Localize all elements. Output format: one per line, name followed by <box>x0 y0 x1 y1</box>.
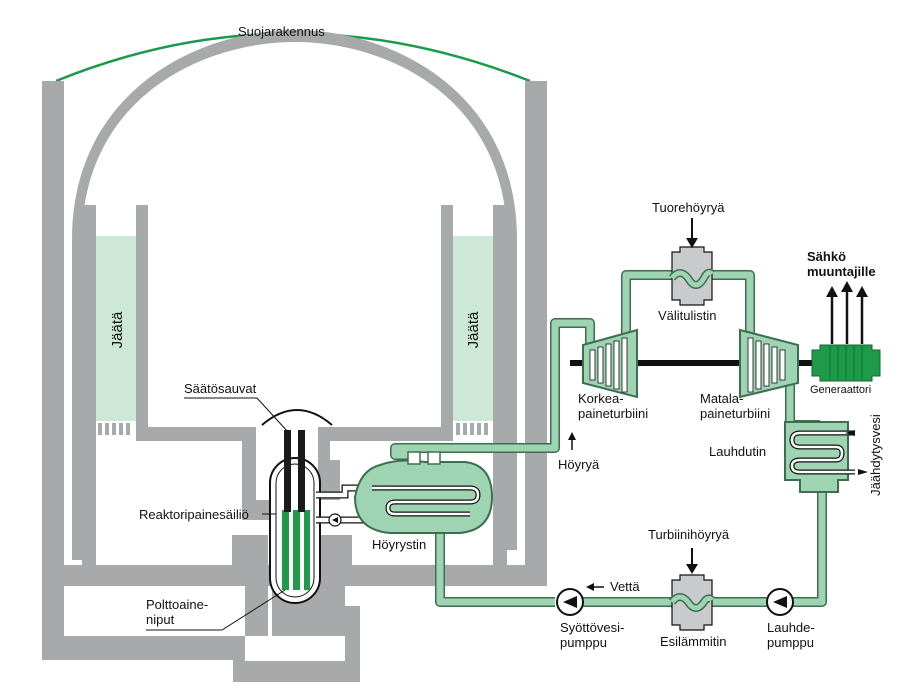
reheater-casing <box>671 246 713 306</box>
reactor-vessel-label: Reaktoripainesäiliö <box>139 507 249 522</box>
control-rod-1 <box>284 430 291 512</box>
reheater: Tuorehöyryä Välitulistin <box>652 200 725 323</box>
cooling-water-out-arrow-icon <box>858 469 868 475</box>
steam-generator-nozzle-1 <box>407 451 421 465</box>
turbine-shaft <box>570 360 815 366</box>
electricity-arrows <box>830 290 864 344</box>
feedwater-pump-label-2: pumppu <box>560 635 607 650</box>
floor-step-left <box>242 427 272 520</box>
lp-turbine-blades <box>747 337 786 393</box>
condensate-pump-label-1: Lauhde- <box>767 620 815 635</box>
lp-turbine-label-1: Matala- <box>700 391 743 406</box>
preheater: Turbiinihöyryä Esilämmitin <box>648 527 730 649</box>
steam-generator-label: Höyrystin <box>372 537 426 552</box>
water-arrowhead-icon <box>586 583 594 591</box>
condenser: Lauhdutin Jäähdytysvesi <box>709 414 883 496</box>
control-rods-label: Säätösauvat <box>184 381 257 396</box>
cavity-wall-right <box>320 535 352 636</box>
fuel-bundle-1 <box>282 510 289 590</box>
secondary-piping <box>390 270 827 607</box>
hp-turbine-label-2: paineturbiini <box>578 406 648 421</box>
ice-wall-left-inner <box>136 205 148 430</box>
ice-vents-right <box>456 423 488 435</box>
generator: Generaattori Sähkö muuntajille <box>807 249 881 396</box>
fresh-steam-arrowhead-icon <box>686 238 698 248</box>
electricity-arrowhead-1-icon <box>826 286 838 297</box>
feedwater-pump-label-1: Syöttövesi- <box>560 620 624 635</box>
ice-compartment-left <box>96 236 136 421</box>
generator-label: Generaattori <box>810 384 871 396</box>
electricity-label-1: Sähkö <box>807 249 846 264</box>
feedwater-pump: Syöttövesi- pumppu <box>556 588 624 650</box>
lp-turbine: Matala- paineturbiini <box>700 328 799 421</box>
electricity-arrowhead-3-icon <box>856 286 868 297</box>
reactor-vessel-inner <box>275 463 315 598</box>
foundation-pit <box>245 636 345 661</box>
fuel-bundle-2 <box>293 510 300 590</box>
flow-labels: Vettä Höyryä <box>558 432 640 594</box>
condensate-line <box>790 490 827 607</box>
cooling-water-label: Jäähdytysvesi <box>868 414 883 496</box>
steam-label: Höyryä <box>558 457 600 472</box>
cooling-water-in-arrow-icon <box>845 430 855 436</box>
primary-pump-arrow-icon <box>332 517 338 523</box>
fresh-steam-label: Tuorehöyryä <box>652 200 725 215</box>
ice-vents-left <box>98 423 130 435</box>
floor-step-right <box>318 427 340 500</box>
ice-compartment-right <box>453 236 493 421</box>
hp-turbine: Korkea- paineturbiini <box>578 328 648 421</box>
hp-turbine-label-1: Korkea- <box>578 391 624 406</box>
reactor-head <box>261 409 333 426</box>
steam-generator-shell <box>353 459 494 534</box>
steam-arrowhead-icon <box>568 432 576 440</box>
feedwater-pump-arrow-icon <box>563 596 577 608</box>
control-rod-2 <box>298 430 305 512</box>
condensate-pump: Lauhde- pumppu <box>766 588 815 650</box>
lp-turbine-label-2: paineturbiini <box>700 406 770 421</box>
foundation-void-left <box>64 586 272 636</box>
electricity-arrowhead-2-icon <box>841 281 853 292</box>
containment-building: Suojarakennus Jäätä Jäätä <box>42 24 547 682</box>
operating-floor-right <box>330 427 453 441</box>
cavity-wall-left <box>232 535 268 636</box>
turbine-steam-label: Turbiinihöyryä <box>648 527 730 542</box>
fuel-bundle-3 <box>304 510 310 590</box>
ice-left-label: Jäätä <box>109 311 126 348</box>
condensate-pump-arrow-icon <box>773 596 787 608</box>
steam-generator: Höyrystin <box>353 451 494 552</box>
condenser-label: Lauhdutin <box>709 444 766 459</box>
reheater-label: Välitulistin <box>658 308 717 323</box>
water-label: Vettä <box>610 579 640 594</box>
ice-right-label: Jäätä <box>465 311 482 348</box>
operating-floor-left <box>136 427 256 441</box>
electricity-label-2: muuntajille <box>807 264 876 279</box>
preheater-label: Esilämmitin <box>660 634 726 649</box>
steam-generator-nozzle-2 <box>427 451 441 465</box>
condensate-pump-label-2: pumppu <box>767 635 814 650</box>
ice-wall-right-inner <box>441 205 453 430</box>
fuel-leader <box>146 589 286 631</box>
fuel-label-1: Polttoaine- <box>146 597 208 612</box>
reactor: Säätösauvat Reaktoripainesäiliö Polttoai… <box>139 381 333 631</box>
fuel-label-2: niput <box>146 612 175 627</box>
outer-wall-right <box>525 81 547 586</box>
outer-wall-left <box>42 81 64 659</box>
ice-wall-left-outer <box>82 205 96 565</box>
control-rods-leader <box>184 397 289 433</box>
generator-fins <box>829 346 863 380</box>
turbine-steam-arrowhead-icon <box>686 564 698 574</box>
ice-wall-right-outer <box>493 205 507 565</box>
containment-label: Suojarakennus <box>238 24 325 39</box>
hp-turbine-blades <box>589 337 628 393</box>
